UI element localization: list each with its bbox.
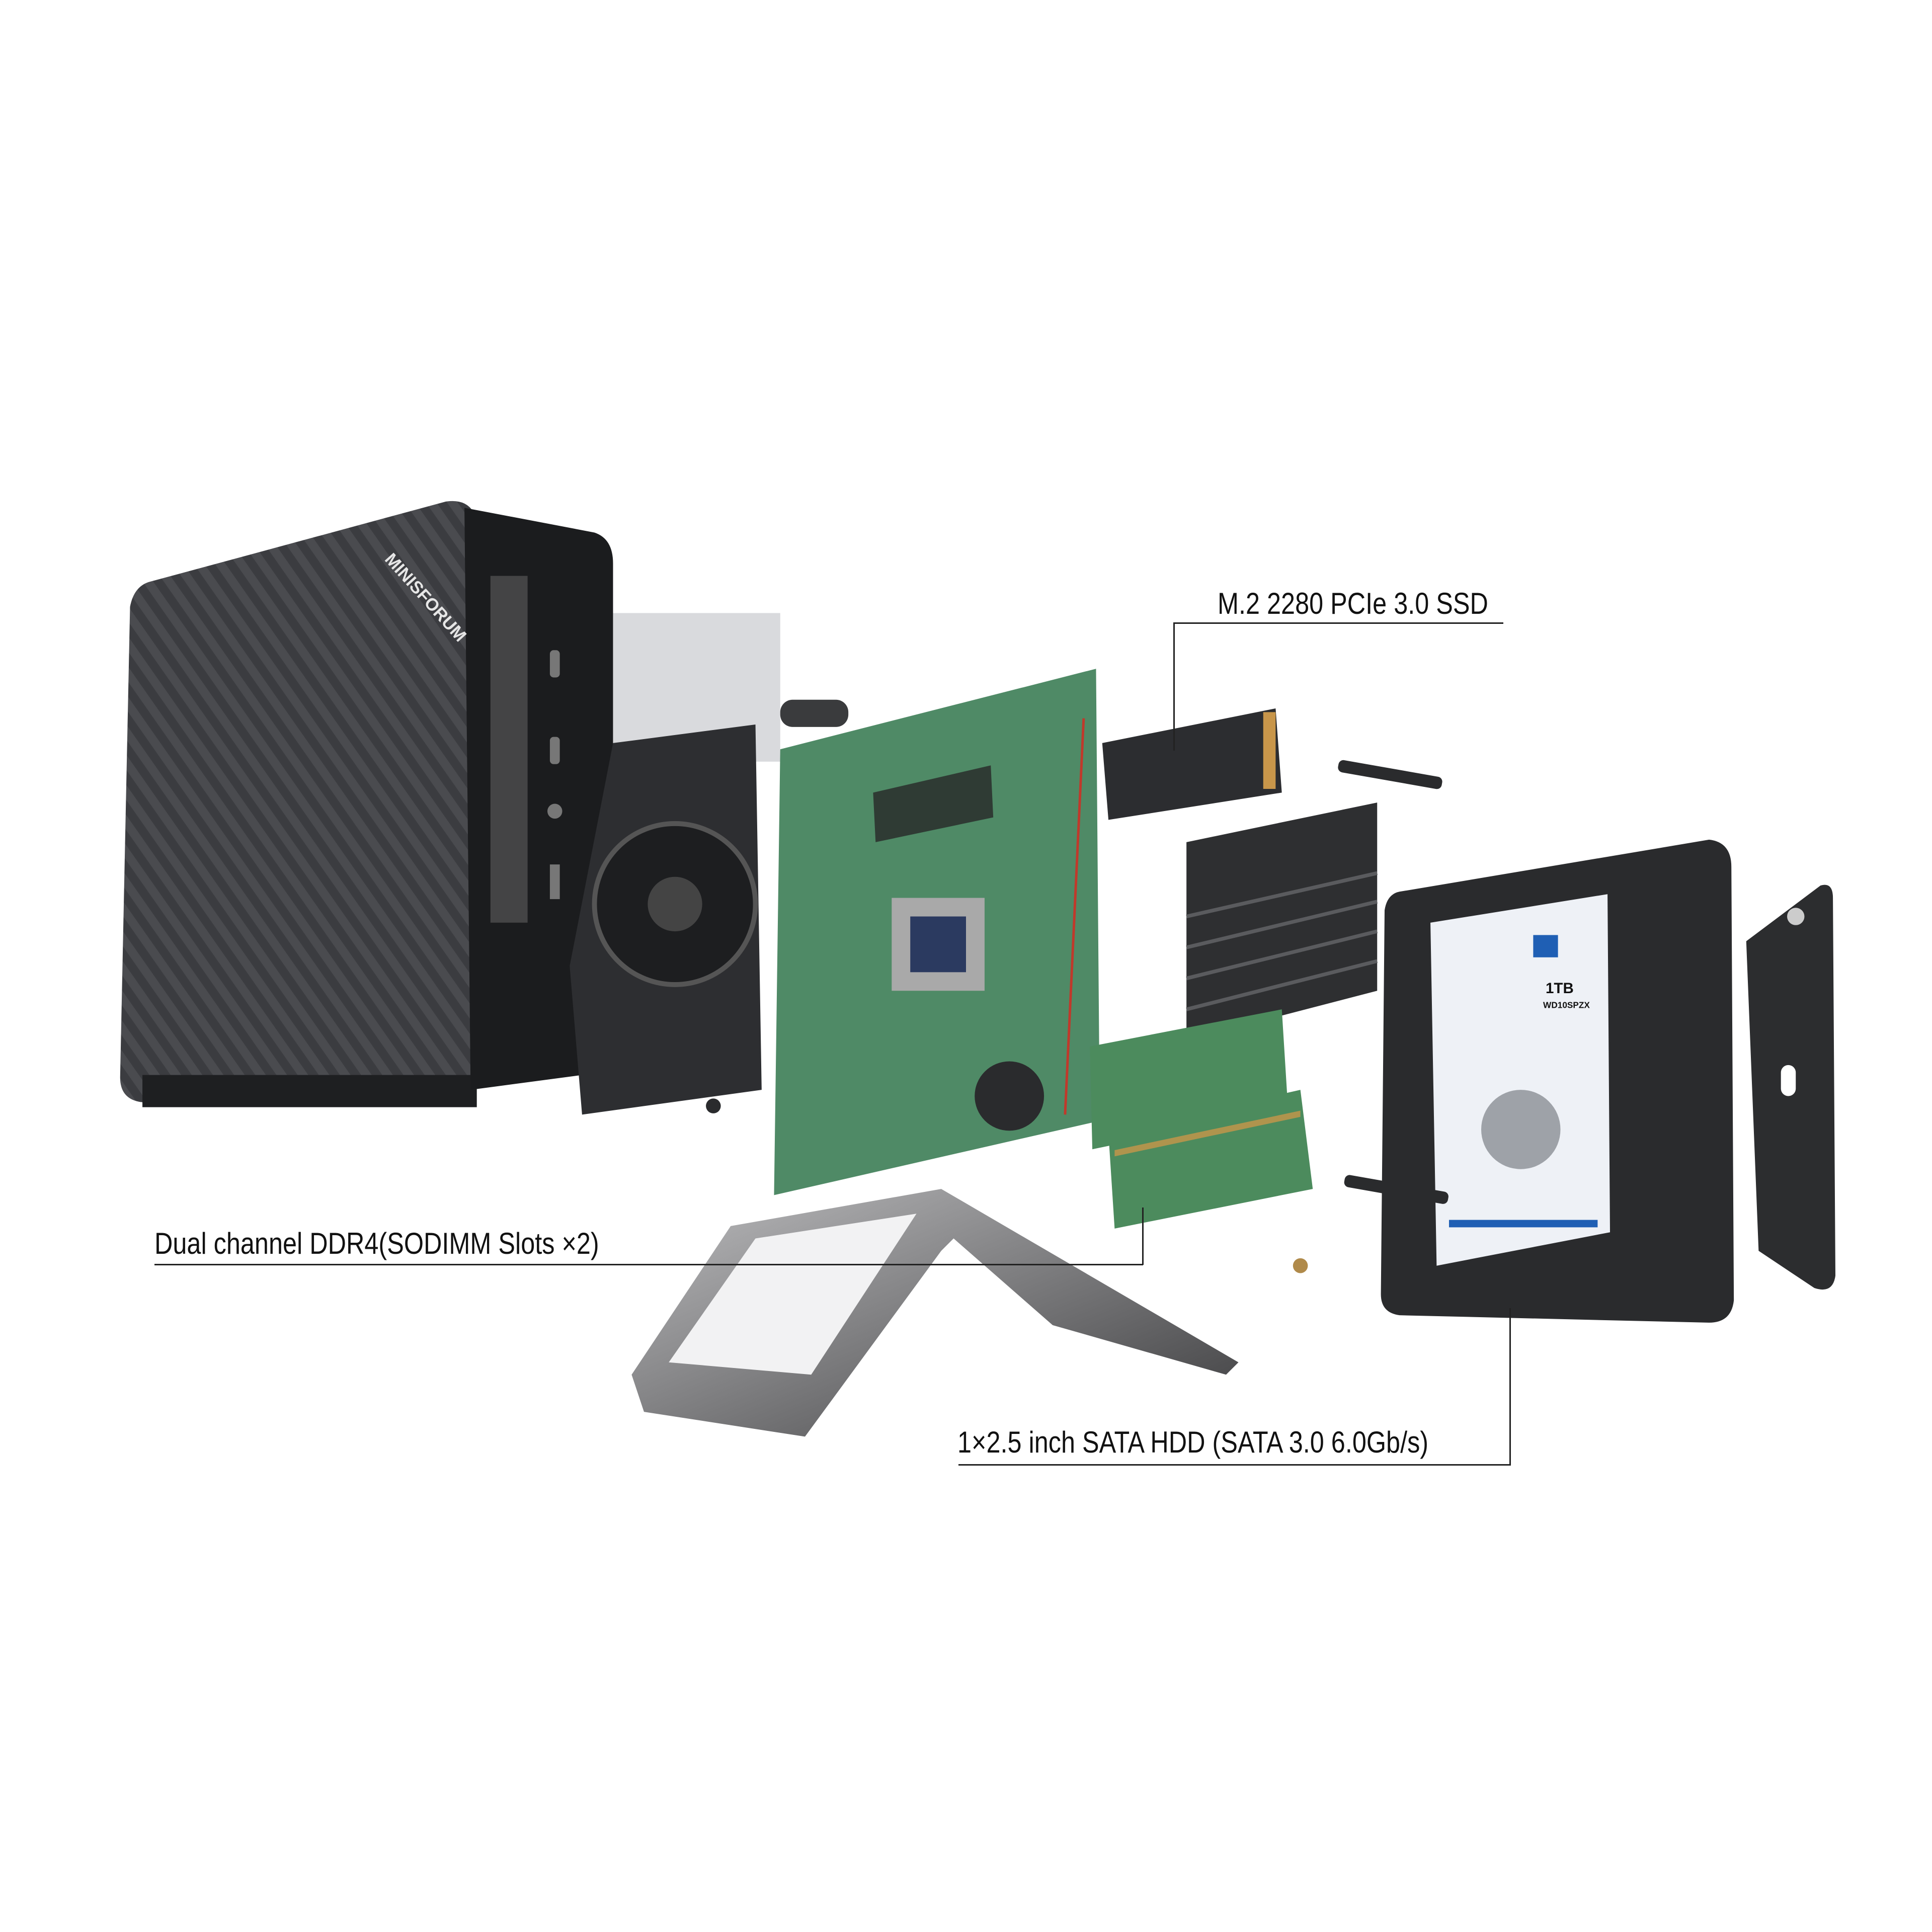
mini-pc-chassis: MINISFORUM [120,501,613,1107]
motherboard [774,669,1100,1195]
callout-hdd-line [958,1464,1510,1466]
ddr4-sodimm-modules [1090,1009,1313,1229]
callout-ram-label: Dual channel DDR4(SODIMM Slots ×2) [154,1227,599,1260]
cooling-fan [570,613,849,1115]
callout-hdd-label: 1×2.5 inch SATA HDD (SATA 3.0 6.0Gb/s) [957,1425,1429,1459]
heatsink [1186,802,1378,1040]
hdd-model-label: WD10SPZX [1543,1000,1590,1010]
hdd-capacity-label: 1TB [1546,980,1574,997]
stand [631,1189,1239,1437]
callout-ram-line [154,1264,1143,1265]
callout-ssd-line [1173,622,1503,624]
callout-hdd-leader [1509,1308,1511,1466]
screws [706,760,1448,1273]
callout-ram-leader [1142,1208,1144,1265]
callout-ssd-label: M.2 2280 PCIe 3.0 SSD [1218,587,1488,620]
wall-mount-bracket [1746,884,1835,1290]
hdd-drive: 1TB WD10SPZX [1430,894,1610,1266]
callout-ssd-leader [1173,622,1175,751]
m2-ssd [1102,708,1282,820]
